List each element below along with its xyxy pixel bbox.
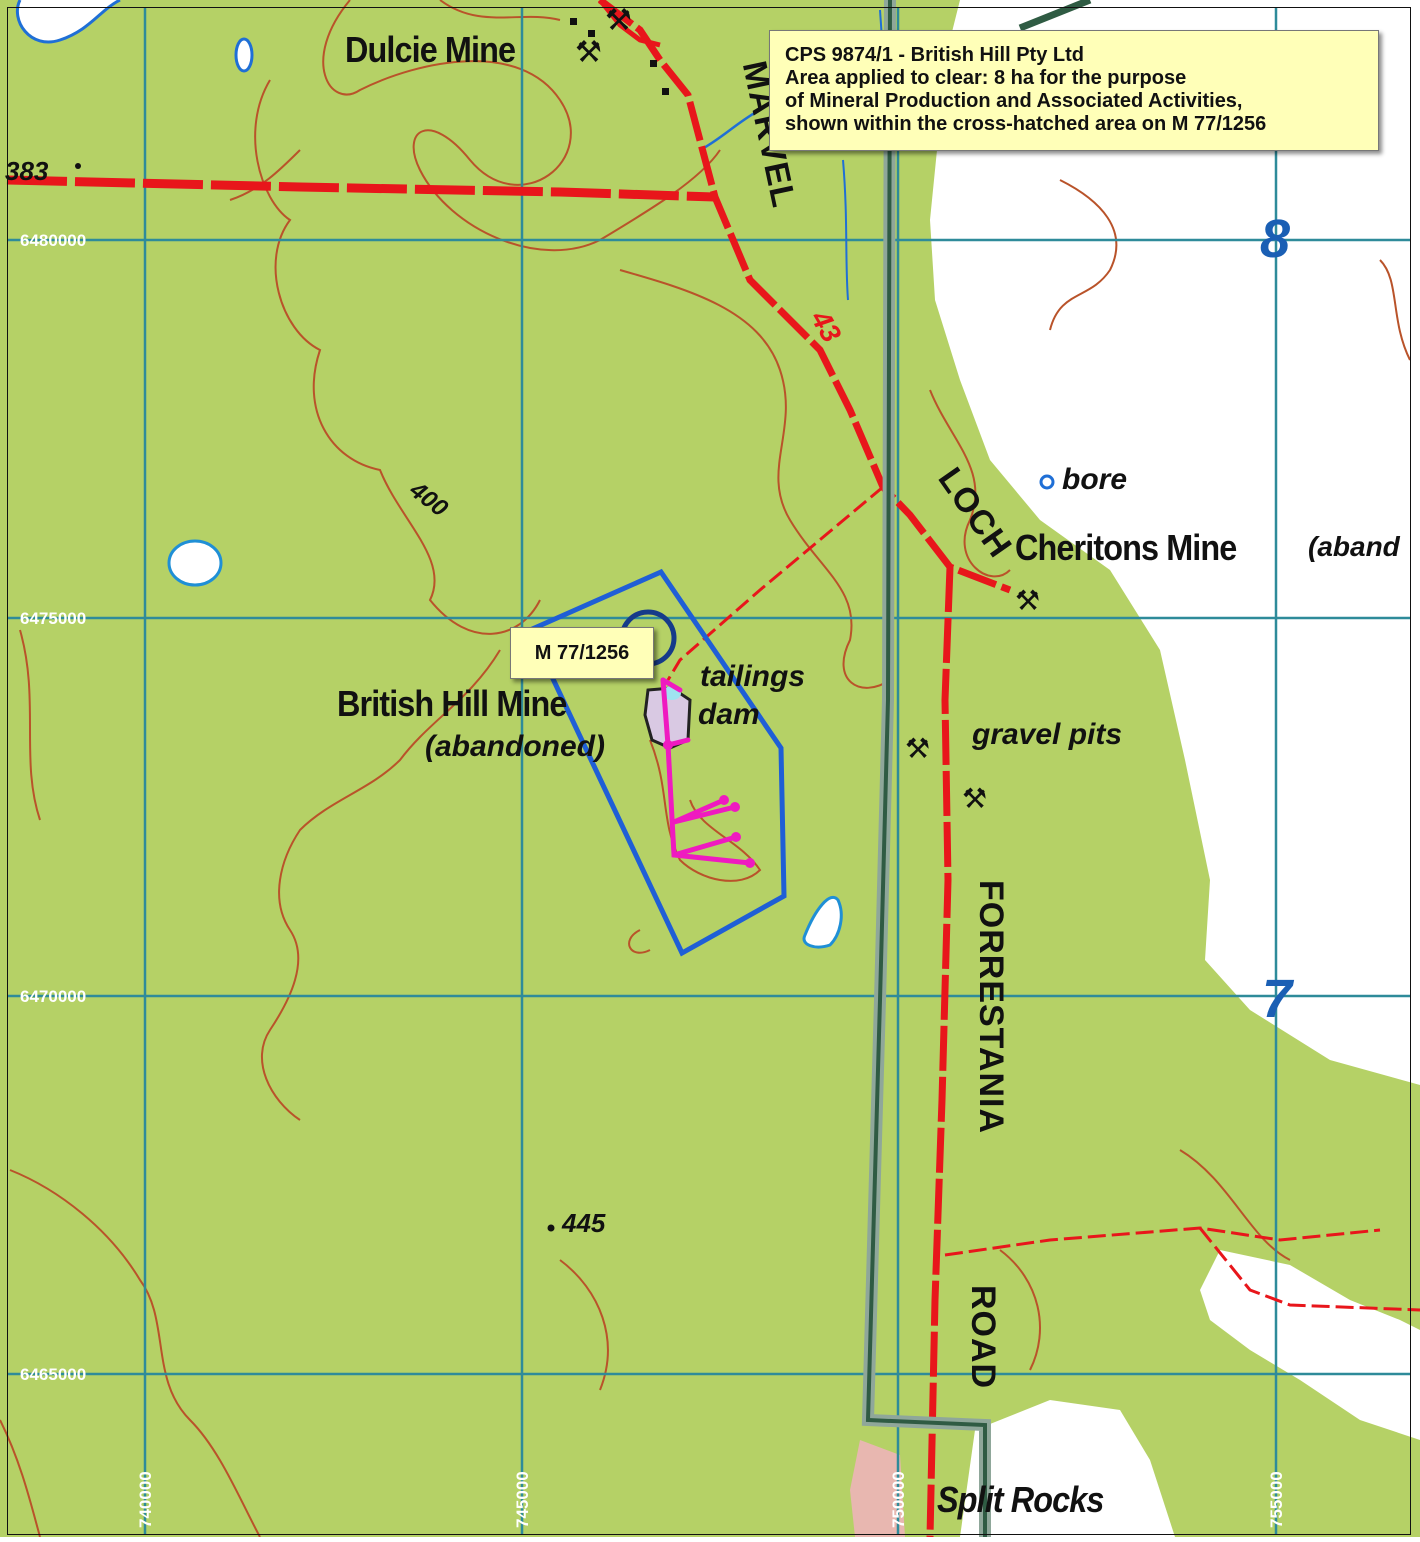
label-forrestania-road: FORRESTANIA bbox=[972, 880, 1010, 1135]
svg-text:⚒: ⚒ bbox=[575, 35, 602, 70]
svg-text:⚒: ⚒ bbox=[905, 732, 930, 765]
sheet-number-8: 8 bbox=[1260, 209, 1291, 269]
grid-label-northing: 6480000 bbox=[20, 231, 87, 250]
roads bbox=[6, 0, 1420, 1538]
label-tailings: tailings bbox=[700, 660, 806, 693]
cleared-area-east bbox=[930, 0, 1420, 1085]
callout-line: Area applied to clear: 8 ha for the purp… bbox=[785, 67, 1187, 89]
clearing-nodes bbox=[663, 740, 755, 868]
spot-height-383: 383 bbox=[5, 156, 49, 186]
grid-label-easting: 740000 bbox=[136, 1471, 155, 1528]
label-dam: dam bbox=[698, 698, 760, 731]
spot-height-445: 445 bbox=[562, 1208, 606, 1238]
label-bore: bore bbox=[1062, 463, 1128, 496]
callout-line: shown within the cross-hatched area on M… bbox=[785, 113, 1267, 135]
mine-markers: ⚒ ⚒ ⚒ ⚒ ⚒ bbox=[75, 3, 1040, 1232]
label-road: ROAD bbox=[964, 1285, 1002, 1390]
grid-label-easting: 755000 bbox=[1267, 1471, 1286, 1528]
cleared-area-south bbox=[960, 1400, 1175, 1537]
callout-line: CPS 9874/1 - British Hill Pty Ltd bbox=[785, 44, 1084, 66]
tenement-label: M 77/1256 bbox=[510, 627, 654, 679]
info-callout: CPS 9874/1 - British Hill Pty Ltd Area a… bbox=[769, 30, 1379, 151]
svg-text:⚒: ⚒ bbox=[605, 3, 632, 38]
reserve-boundary bbox=[861, 0, 1092, 1537]
svg-text:⚒: ⚒ bbox=[962, 782, 987, 815]
sheet-number-7: 7 bbox=[1262, 969, 1293, 1029]
grid-label-northing: 6465000 bbox=[20, 1365, 87, 1384]
cleared-area-southeast bbox=[1200, 1250, 1420, 1440]
clearing-area bbox=[660, 677, 753, 866]
svg-text:⚒: ⚒ bbox=[1015, 584, 1040, 617]
grid-label-easting: 750000 bbox=[889, 1471, 908, 1528]
grid-label-northing: 6470000 bbox=[20, 987, 87, 1006]
label-split-rocks: Split Rocks bbox=[937, 1479, 1104, 1520]
label-british-hill-mine: British Hill Mine bbox=[337, 683, 567, 724]
grid-label-easting: 745000 bbox=[513, 1471, 532, 1528]
label-dulcie-mine: Dulcie Mine bbox=[345, 29, 516, 70]
rock-outcrop bbox=[850, 1440, 905, 1537]
label-british-hill-status: (abandoned) bbox=[425, 730, 605, 763]
bore-marker bbox=[1039, 474, 1055, 490]
tenement-boundary bbox=[526, 568, 787, 957]
grid-label-northing: 6475000 bbox=[20, 609, 87, 628]
callout-line: of Mineral Production and Associated Act… bbox=[785, 90, 1243, 112]
label-gravel-pits: gravel pits bbox=[972, 718, 1123, 751]
grid-lines bbox=[7, 7, 1411, 1535]
label-cheritons-status: (aband bbox=[1308, 531, 1400, 562]
label-cheritons-mine: Cheritons Mine bbox=[1015, 527, 1237, 568]
